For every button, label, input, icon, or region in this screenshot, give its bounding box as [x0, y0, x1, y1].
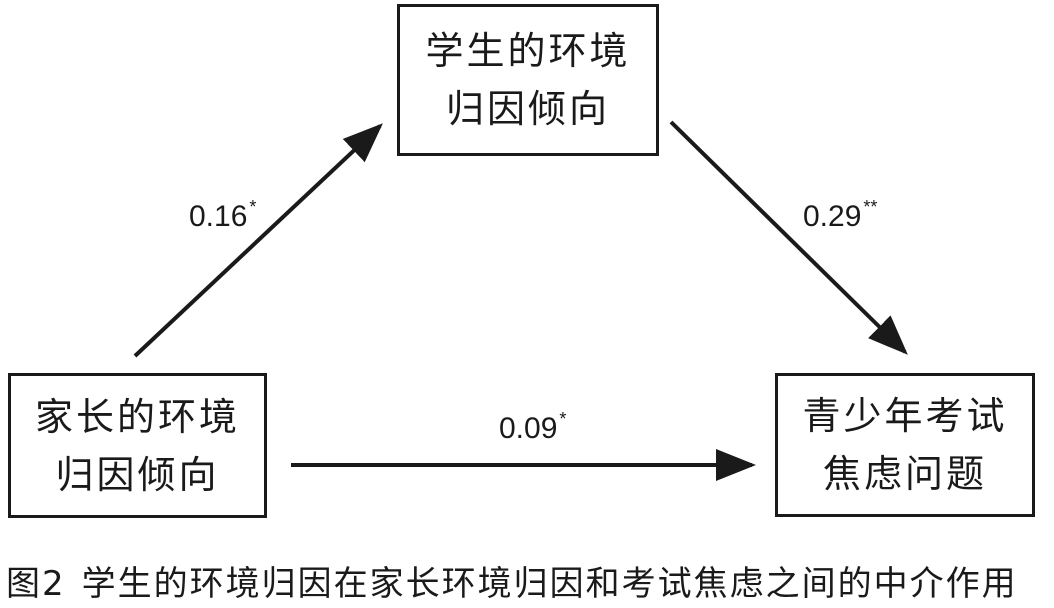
path-c-significance: *: [559, 409, 567, 429]
mediator-box: 学生的环境 归因倾向: [397, 4, 659, 156]
mediator-label-line1: 学生的环境: [425, 29, 631, 73]
path-b-coefficient: 0.29**: [803, 197, 877, 234]
path-a-significance: *: [249, 197, 257, 217]
predictor-label-line2: 归因倾向: [55, 452, 220, 497]
path-c-value: 0.09: [499, 412, 558, 445]
path-b-significance: **: [863, 197, 878, 217]
figure-caption: 图2 学生的环境归因在家长环境归因和考试焦虑之间的中介作用: [6, 556, 1018, 605]
path-a-value: 0.16: [189, 200, 248, 233]
arrow-mediator-to-outcome: [669, 120, 908, 355]
predictor-label-line1: 家长的环境: [34, 394, 240, 439]
outcome-label-line1: 青少年考试: [802, 394, 1008, 438]
figure-caption-text: 学生的环境归因在家长环境归因和考试焦虑之间的中介作用: [81, 564, 1018, 604]
path-c-coefficient: 0.09*: [499, 409, 566, 446]
outcome-box: 青少年考试 焦虑问题: [775, 373, 1035, 517]
mediator-label-line2: 归因倾向: [445, 87, 610, 131]
arrow-predictor-to-mediator: [133, 123, 383, 358]
path-a-coefficient: 0.16*: [189, 197, 256, 234]
path-b-value: 0.29: [803, 200, 862, 233]
outcome-label-line2: 焦虑问题: [822, 452, 987, 496]
predictor-box: 家长的环境 归因倾向: [8, 373, 267, 518]
figure-number: 图2: [6, 564, 66, 604]
